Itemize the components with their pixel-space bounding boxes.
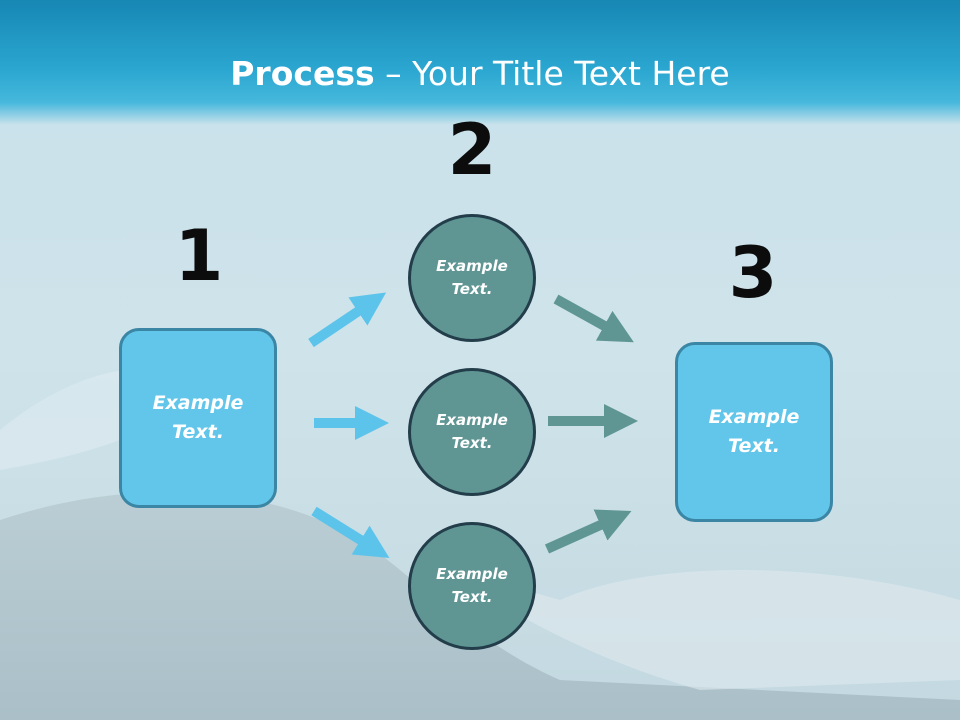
arrow-top-to-right (553, 294, 634, 343)
title-bold: Process (230, 54, 375, 93)
step-1-text-line1: Example (152, 392, 244, 414)
arrow-left-to-bottom (311, 506, 390, 558)
step-3-text-line2: Text. (728, 435, 780, 457)
step-2-circle-middle: Example Text. (408, 368, 536, 496)
title-rest: – Your Title Text Here (374, 54, 730, 93)
circle-top-line1: Example (436, 257, 508, 275)
arrow-bottom-to-right (544, 509, 632, 554)
step-number-1: 1 (174, 215, 224, 297)
step-3-text-line1: Example (708, 406, 800, 428)
step-number-3: 3 (728, 232, 778, 314)
circle-top-line2: Text. (451, 280, 493, 298)
step-1-box: Example Text. (119, 328, 277, 508)
step-2-circle-bottom: Example Text. (408, 522, 536, 650)
step-3-box: Example Text. (675, 342, 833, 522)
step-number-2: 2 (447, 109, 497, 191)
circle-middle-line1: Example (436, 411, 508, 429)
arrow-left-to-top (308, 292, 387, 348)
step-2-circle-top: Example Text. (408, 214, 536, 342)
circle-bottom-line2: Text. (451, 588, 493, 606)
circle-middle-line2: Text. (451, 434, 493, 452)
circle-bottom-line1: Example (436, 565, 508, 583)
title-band (0, 0, 960, 125)
slide-title: Process – Your Title Text Here (0, 52, 960, 96)
step-1-text-line2: Text. (172, 421, 224, 443)
